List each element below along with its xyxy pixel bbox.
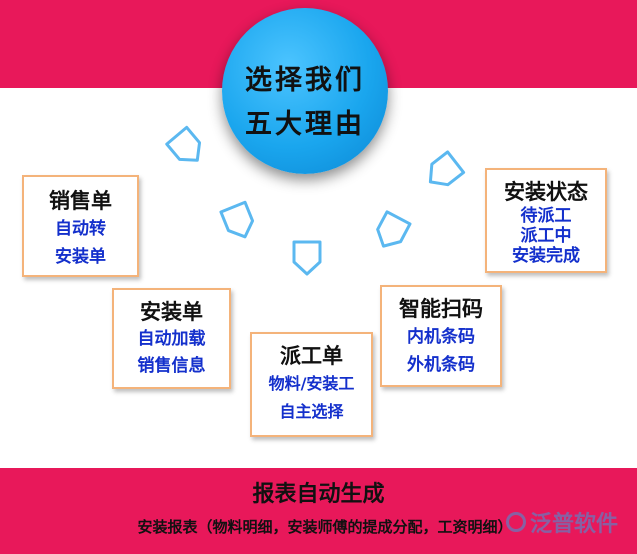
dispatch-order-box: 派工单 物料/安装工 自主选择 bbox=[250, 332, 373, 437]
sales-order-line: 自动转 bbox=[55, 219, 106, 239]
watermark: 泛普软件 bbox=[506, 506, 631, 546]
chevron-arrow-icon bbox=[161, 122, 213, 174]
smart-scan-title: 智能扫码 bbox=[399, 296, 483, 321]
smart-scan-line: 内机条码 bbox=[407, 327, 475, 347]
dispatch-order-title: 派工单 bbox=[280, 343, 343, 368]
sales-order-title: 销售单 bbox=[49, 188, 112, 213]
install-order-line: 销售信息 bbox=[137, 356, 206, 376]
sales-order-box: 销售单 自动转 安装单 bbox=[22, 175, 139, 277]
install-status-line: 派工中 bbox=[520, 226, 572, 246]
smart-scan-box: 智能扫码 内机条码 外机条码 bbox=[380, 285, 502, 387]
install-order-line: 自动加载 bbox=[137, 329, 206, 349]
bottom-pink-band bbox=[0, 468, 637, 554]
install-order-title: 安装单 bbox=[140, 299, 203, 324]
chevron-arrow-icon bbox=[417, 146, 469, 197]
install-status-title: 安装状态 bbox=[504, 179, 588, 204]
circle-line2: 五大理由 bbox=[245, 109, 365, 140]
chevron-arrow-icon bbox=[290, 238, 324, 278]
smart-scan-line: 外机条码 bbox=[407, 355, 475, 375]
circle-line1: 选择我们 bbox=[245, 65, 365, 96]
sales-order-line: 安装单 bbox=[55, 247, 106, 267]
install-status-line: 安装完成 bbox=[512, 246, 580, 266]
footer-text: 安装报表（物料明细，安装师傅的提成分配，工资明细） bbox=[137, 518, 513, 536]
install-order-box: 安装单 自动加载 销售信息 bbox=[112, 288, 231, 389]
chevron-arrow-icon bbox=[367, 206, 416, 257]
install-status-box: 安装状态 待派工 派工中 安装完成 bbox=[485, 168, 607, 273]
center-circle: 选择我们 五大理由 bbox=[222, 8, 388, 174]
watermark-text: 泛普软件 bbox=[530, 512, 619, 537]
dispatch-order-line: 物料/安装工 bbox=[268, 374, 355, 393]
install-status-line: 待派工 bbox=[520, 206, 572, 226]
watermark-logo-icon bbox=[506, 512, 526, 532]
footer-title: 报表自动生成 bbox=[252, 481, 385, 507]
chevron-arrow-icon bbox=[216, 197, 263, 247]
dispatch-order-line: 自主选择 bbox=[279, 402, 344, 421]
